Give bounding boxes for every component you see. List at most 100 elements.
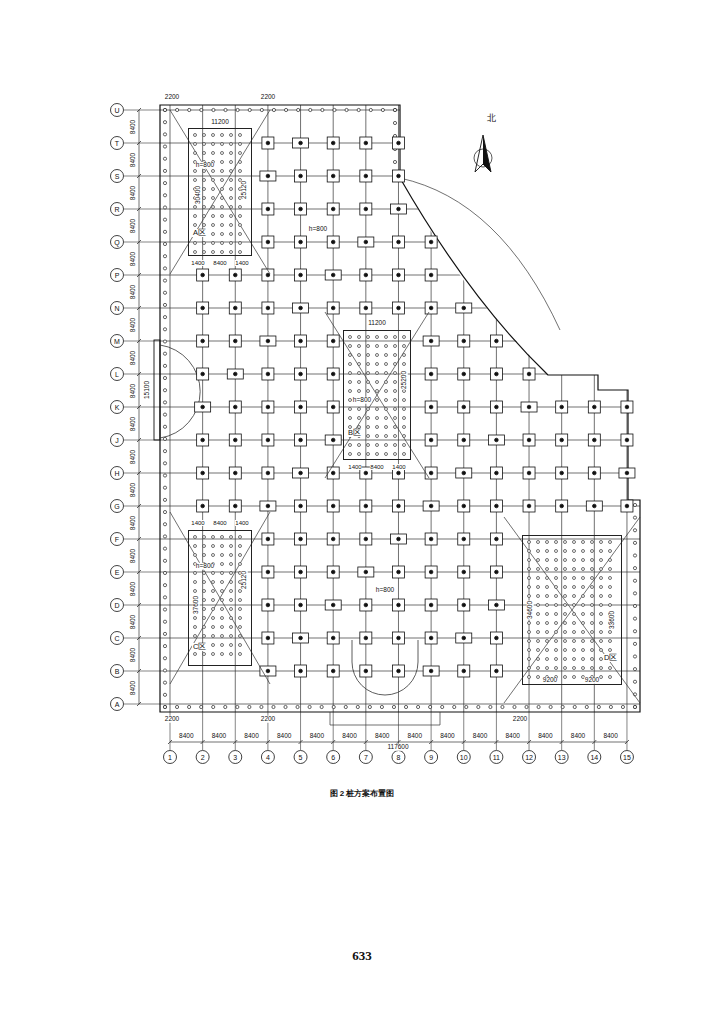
pile <box>462 372 466 376</box>
dimension: 8400 <box>211 733 226 740</box>
pile <box>573 586 576 589</box>
pile <box>555 658 558 661</box>
pile <box>331 141 335 145</box>
pile <box>349 408 352 411</box>
axis-bubble <box>261 751 274 764</box>
pile <box>230 635 233 638</box>
axis-number: 2 <box>200 754 205 761</box>
pile <box>367 408 370 411</box>
pile <box>528 622 531 625</box>
pile <box>194 170 197 173</box>
pile <box>212 545 215 548</box>
pile <box>163 279 166 282</box>
pile <box>376 408 379 411</box>
axis-number: 15 <box>623 754 632 761</box>
pile <box>495 438 499 442</box>
dimension: 8400 <box>213 260 227 266</box>
pile <box>331 207 335 211</box>
pile <box>236 108 239 111</box>
pile <box>239 608 242 611</box>
extension-line <box>626 712 627 750</box>
pile <box>230 143 233 146</box>
north-arrow <box>474 149 492 167</box>
pile <box>201 438 205 442</box>
axis-letter: B <box>114 668 120 675</box>
pile <box>163 425 166 428</box>
pile <box>633 705 636 708</box>
pile-cap <box>392 236 404 248</box>
pile-cap <box>490 368 502 380</box>
pile <box>633 529 636 532</box>
extension-line <box>529 712 530 750</box>
figure-caption: 图 2 桩方案布置图 <box>330 788 395 799</box>
semicircle <box>352 640 418 695</box>
pile <box>163 437 166 440</box>
pile <box>582 649 585 652</box>
pile <box>349 345 352 348</box>
pile <box>221 251 224 254</box>
pile <box>625 405 629 409</box>
pile <box>376 354 379 357</box>
pile <box>230 626 233 629</box>
pile <box>239 590 242 593</box>
pile-cap <box>458 566 470 578</box>
dimension: 8400 <box>374 733 389 740</box>
pile <box>385 336 388 339</box>
pile-cap <box>358 567 374 577</box>
pile <box>163 328 166 331</box>
pile <box>495 339 499 343</box>
axis-bubble <box>111 137 124 150</box>
extension-line <box>124 539 160 540</box>
pile <box>212 215 215 218</box>
pile-cap <box>456 468 472 478</box>
pile <box>163 364 166 367</box>
pile <box>212 653 215 656</box>
dimension: 8400 <box>130 152 137 167</box>
dimension: 8400 <box>309 733 324 740</box>
pile <box>221 152 224 155</box>
pile-cap <box>327 632 339 644</box>
pile <box>633 668 636 671</box>
pile <box>573 667 576 670</box>
pile <box>582 577 585 580</box>
pile <box>201 504 205 508</box>
pile <box>501 705 504 708</box>
pile-cap <box>325 435 341 445</box>
pile-cap <box>392 269 404 281</box>
pile-cap <box>262 236 274 248</box>
pile <box>429 603 433 607</box>
pile-cap <box>197 467 209 479</box>
pile-cap <box>392 137 404 149</box>
pile <box>203 608 206 611</box>
pile <box>582 622 585 625</box>
pile <box>230 563 233 566</box>
pile <box>349 381 352 384</box>
axis-number: 4 <box>265 754 270 761</box>
dimension: 8400 <box>130 614 137 629</box>
pile <box>224 108 227 111</box>
pile <box>230 581 233 584</box>
pile <box>266 636 270 640</box>
pile-cap <box>490 335 502 347</box>
pile <box>527 471 531 475</box>
pile <box>266 669 270 673</box>
axis-bubble <box>294 751 307 764</box>
pile <box>203 572 206 575</box>
pile <box>609 541 612 544</box>
axis-number: 10 <box>459 754 468 761</box>
pile <box>403 426 406 429</box>
pile <box>236 705 239 708</box>
dimension-tick <box>592 740 596 744</box>
axis-letter: P <box>114 272 120 279</box>
dimension-tick <box>137 537 141 541</box>
extension-line <box>124 506 160 507</box>
pile <box>609 586 612 589</box>
pile <box>221 581 224 584</box>
pile <box>462 603 466 607</box>
pile <box>573 640 576 643</box>
pile <box>394 435 397 438</box>
pile <box>429 669 433 673</box>
extension-line <box>124 407 160 408</box>
curve-line <box>400 178 560 330</box>
dimension: 8400 <box>603 733 618 740</box>
